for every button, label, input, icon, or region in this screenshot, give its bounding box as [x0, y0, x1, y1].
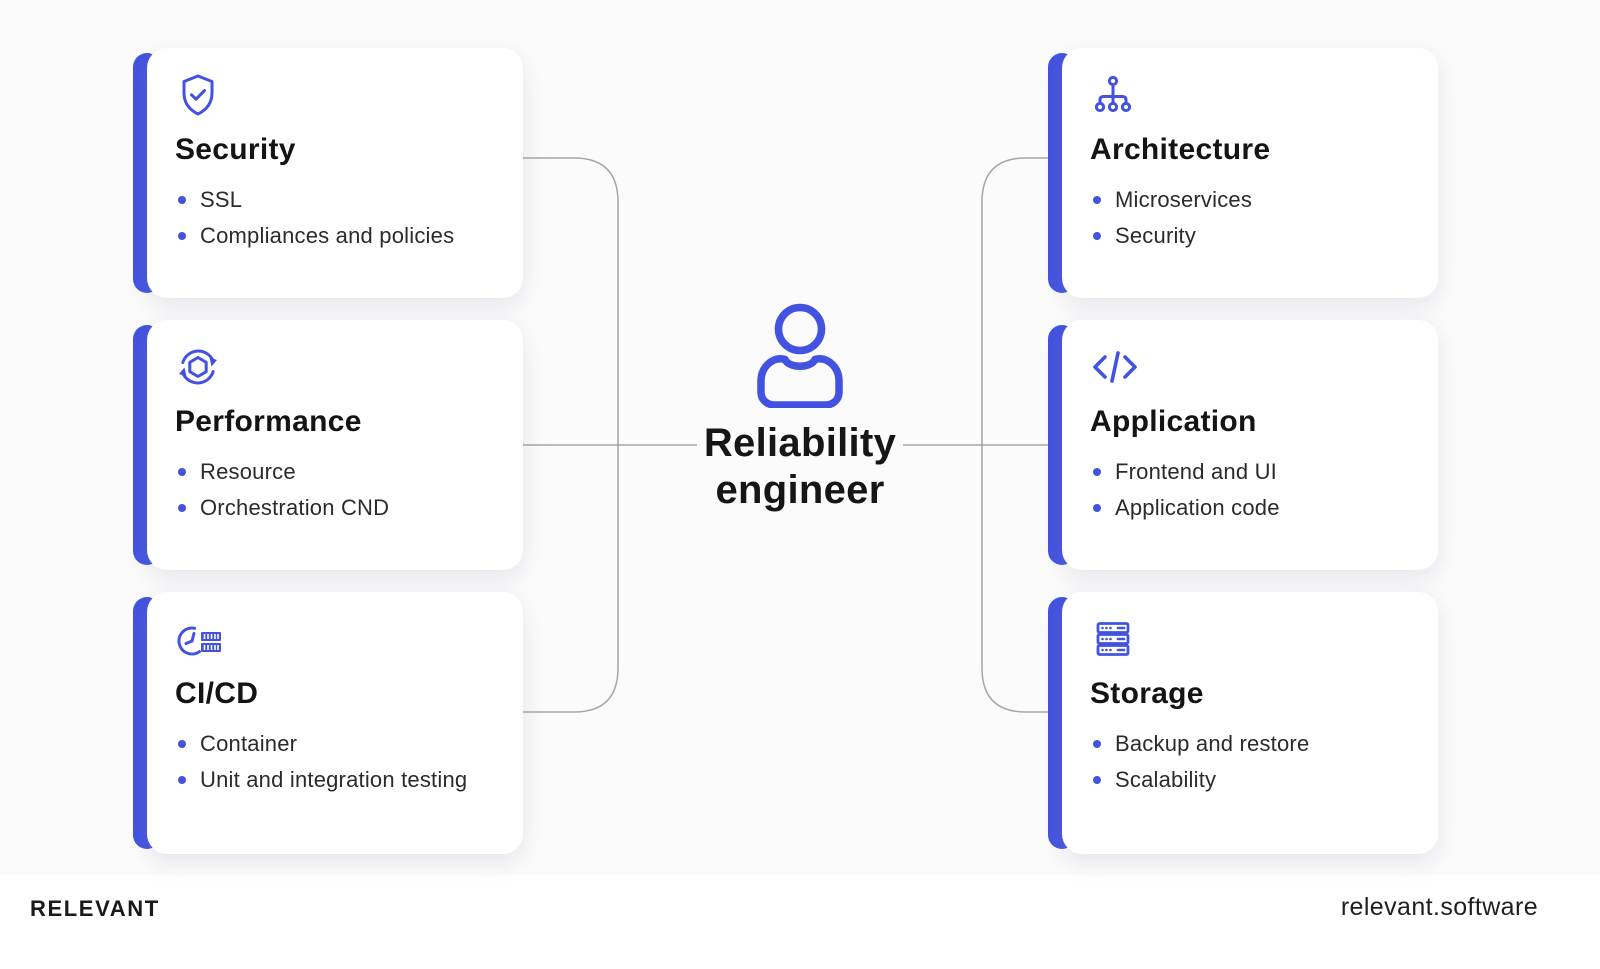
card-cicd: CI/CD Container Unit and integration tes…: [133, 592, 523, 854]
bullet-item: Compliances and policies: [175, 220, 495, 251]
card-bullet-list: SSL Compliances and policies: [175, 184, 495, 251]
website-label: relevant.software: [1340, 893, 1538, 921]
sitemap-icon: [1090, 72, 1410, 120]
bullet-item: Scalability: [1090, 764, 1410, 795]
server-stack-icon: [1090, 616, 1410, 664]
card-title: Storage: [1090, 677, 1204, 710]
diagram-canvas: Security SSL Compliances and policies Pe…: [133, 48, 1438, 854]
bullet-item: Orchestration CND: [175, 492, 495, 523]
card-bullet-list: Frontend and UI Application code: [1090, 456, 1410, 523]
card-application: Application Frontend and UI Application …: [1048, 320, 1438, 570]
card-performance: Performance Resource Orchestration CND: [133, 320, 523, 570]
card-security: Security SSL Compliances and policies: [133, 48, 523, 298]
bullet-item: SSL: [175, 184, 495, 215]
bullet-item: Unit and integration testing: [175, 764, 495, 795]
card-title: Performance: [175, 405, 362, 438]
center-role-line2: engineer: [715, 468, 885, 512]
code-brackets-icon: [1090, 344, 1410, 392]
card-architecture: Architecture Microservices Security: [1048, 48, 1438, 298]
bullet-item: Backup and restore: [1090, 728, 1410, 759]
card-bullet-list: Resource Orchestration CND: [175, 456, 495, 523]
center-role-line1: Reliability: [703, 421, 897, 465]
card-bullet-list: Container Unit and integration testing: [175, 728, 495, 795]
card-bullet-list: Backup and restore Scalability: [1090, 728, 1410, 795]
card-title: Security: [175, 133, 296, 166]
person-icon: [757, 303, 843, 408]
bullet-item: Container: [175, 728, 495, 759]
card-storage: Storage Backup and restore Scalability: [1048, 592, 1438, 854]
brand-logo: RELEVANT: [30, 896, 160, 921]
sync-hexagon-icon: [175, 344, 495, 392]
bullet-item: Security: [1090, 220, 1410, 251]
bullet-item: Microservices: [1090, 184, 1410, 215]
clock-container-icon: [175, 616, 495, 664]
bullet-item: Resource: [175, 456, 495, 487]
bullet-item: Application code: [1090, 492, 1410, 523]
card-title: Architecture: [1090, 133, 1271, 166]
card-bullet-list: Microservices Security: [1090, 184, 1410, 251]
center-node: Reliability engineer: [640, 302, 960, 514]
card-title: Application: [1090, 405, 1257, 438]
card-title: CI/CD: [175, 677, 259, 710]
center-role-label: Reliability engineer: [640, 420, 960, 514]
bullet-item: Frontend and UI: [1090, 456, 1410, 487]
shield-check-icon: [175, 72, 495, 120]
